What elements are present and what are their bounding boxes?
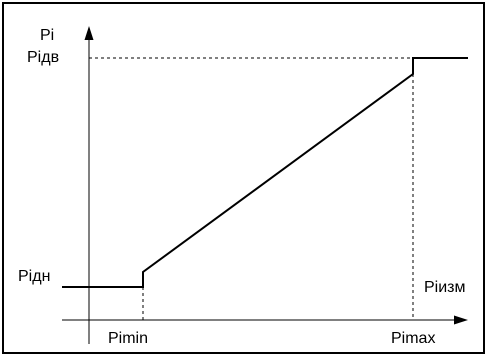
x-min-label: Pimin <box>108 330 148 347</box>
characteristic-curve <box>62 57 468 288</box>
y-axis-label: Pi <box>40 27 54 44</box>
x-max-label: Pimax <box>391 330 435 347</box>
lower-level-label: Piдн <box>18 268 50 285</box>
y-axis-arrow <box>84 26 94 40</box>
x-axis-arrow <box>454 315 468 325</box>
upper-level-label: Piдв <box>27 49 59 66</box>
x-axis-label: Piизм <box>424 279 466 296</box>
